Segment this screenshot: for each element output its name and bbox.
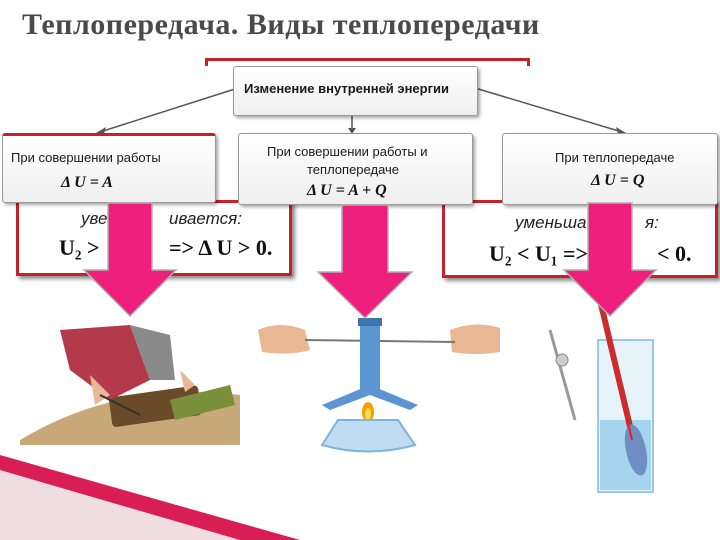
pink-arrows bbox=[82, 202, 658, 320]
arrow-down-left-icon bbox=[82, 202, 178, 318]
arrow-down-right-icon bbox=[562, 202, 658, 318]
box-heat-label: При теплопередаче bbox=[555, 150, 675, 165]
left-red-text1: уве bbox=[81, 209, 108, 228]
box-mid-formula: Δ U = A + Q bbox=[307, 182, 387, 199]
box-mid-label-1: При совершении работы и bbox=[267, 144, 428, 159]
box-heat-formula: Δ U = Q bbox=[591, 172, 645, 189]
box-work: При совершении работы Δ U = A bbox=[2, 133, 216, 203]
box-work-formula: Δ U = A bbox=[61, 174, 113, 191]
right-red-box: уменьша я: U₂ < U₁ => < 0. bbox=[442, 200, 718, 278]
top-box-label: Изменение внутренней энергии bbox=[244, 81, 450, 96]
box-work-and-heat: При совершении работы и теплопередаче Δ … bbox=[238, 133, 473, 205]
box-mid-label-2: теплопередаче bbox=[307, 162, 400, 177]
right-red-line2b: < 0. bbox=[657, 241, 692, 266]
box-work-label: При совершении работы bbox=[11, 150, 161, 165]
left-red-line2b: => Δ U > 0. bbox=[169, 235, 273, 260]
sawing-wood-hands-icon bbox=[0, 318, 242, 446]
right-red-line2a: U₂ < U₁ => bbox=[489, 241, 589, 266]
spoon-in-hot-water-glass-icon bbox=[548, 299, 654, 493]
box-heat: При теплопередаче Δ U = Q bbox=[502, 133, 718, 205]
page-title: Теплопередача. Виды теплопередачи bbox=[22, 8, 540, 41]
top-box-red-frame bbox=[205, 58, 530, 66]
right-red-text1: уменьша bbox=[515, 213, 587, 232]
top-box: Изменение внутренней энергии bbox=[233, 66, 478, 116]
left-red-line2a: U₂ > bbox=[59, 235, 100, 260]
spirit-lamp-rope-friction-icon bbox=[258, 318, 500, 453]
left-red-text1b: ивается: bbox=[169, 209, 242, 228]
right-red-text1b: я: bbox=[645, 213, 659, 232]
arrow-down-middle-icon bbox=[316, 204, 414, 320]
